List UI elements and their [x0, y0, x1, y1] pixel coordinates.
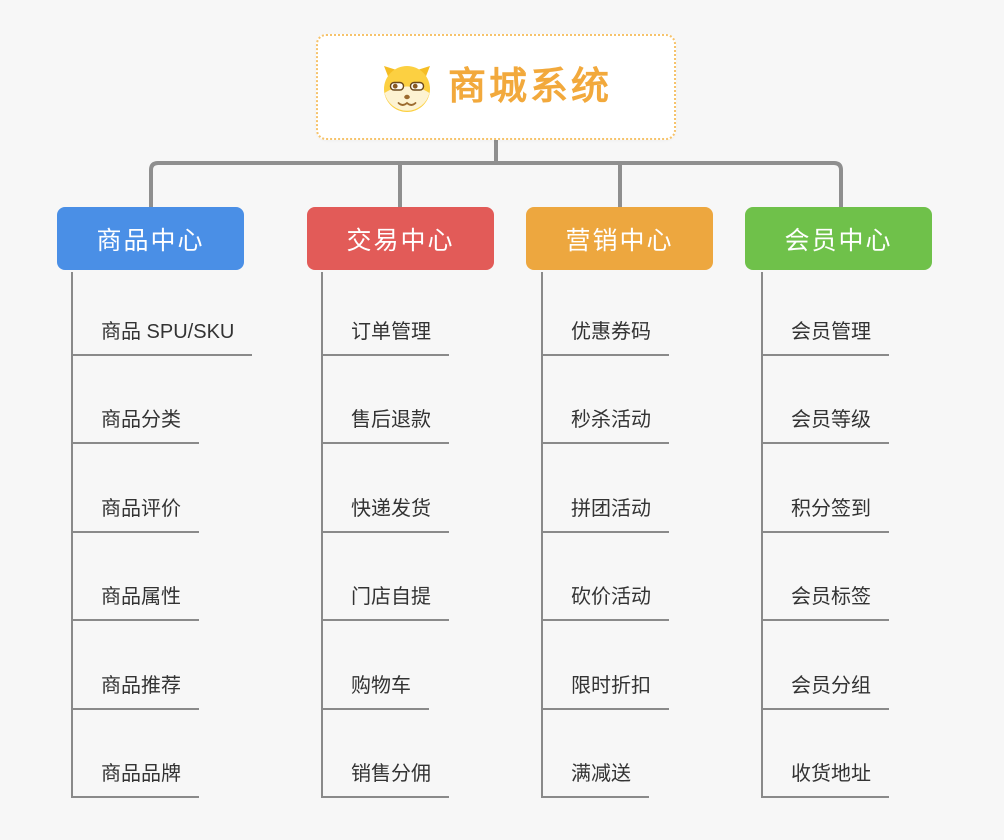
subtopic-node[interactable]: 快递发货 — [323, 498, 449, 533]
subtopic-node[interactable]: 限时折扣 — [543, 675, 669, 710]
subtopic-row: 拼团活动 — [543, 444, 669, 533]
root-node[interactable]: 商城系统 — [316, 34, 676, 140]
subtopic-row: 满减送 — [543, 710, 669, 798]
subtopic-row: 会员等级 — [763, 356, 889, 444]
subtopic-node[interactable]: 会员管理 — [763, 321, 889, 356]
subtopic-row: 会员分组 — [763, 621, 889, 710]
branch-header-label: 商品中心 — [96, 226, 205, 255]
branch-header-label: 会员中心 — [784, 226, 893, 255]
subtopic-node[interactable]: 购物车 — [323, 675, 429, 710]
subtopic-node[interactable]: 砍价活动 — [543, 586, 669, 621]
subtopic-row: 门店自提 — [323, 533, 449, 621]
subtopic-node[interactable]: 会员分组 — [763, 675, 889, 710]
subtopic-row: 收货地址 — [763, 710, 889, 798]
subtopic-row: 积分签到 — [763, 444, 889, 533]
branch-list-product-center: 商品 SPU/SKU 商品分类 商品评价 商品属性 商品推荐 商品品牌 — [71, 272, 253, 798]
subtopic-row: 商品属性 — [73, 533, 252, 621]
subtopic-row: 购物车 — [323, 621, 449, 710]
subtopic-row: 售后退款 — [323, 356, 449, 444]
branch-list-member-center: 会员管理 会员等级 积分签到 会员标签 会员分组 收货地址 — [761, 272, 889, 798]
subtopic-node[interactable]: 订单管理 — [323, 321, 449, 356]
subtopic-row: 销售分佣 — [323, 710, 449, 798]
subtopic-node[interactable]: 积分签到 — [763, 498, 889, 533]
subtopic-node[interactable]: 商品分类 — [73, 409, 199, 444]
branch-header-trade-center[interactable]: 交易中心 — [307, 207, 494, 270]
subtopic-row: 商品推荐 — [73, 621, 252, 710]
branch-header-label: 营销中心 — [565, 226, 674, 255]
subtopic-node[interactable]: 商品品牌 — [73, 763, 199, 798]
subtopic-row: 优惠券码 — [543, 272, 669, 356]
subtopic-row: 商品 SPU/SKU — [73, 272, 253, 356]
subtopic-node[interactable]: 售后退款 — [323, 409, 449, 444]
subtopic-row: 快递发货 — [323, 444, 449, 533]
subtopic-node[interactable]: 拼团活动 — [543, 498, 669, 533]
subtopic-node[interactable]: 商品 SPU/SKU — [73, 321, 253, 356]
subtopic-node[interactable]: 商品推荐 — [73, 675, 199, 710]
branch-header-product-center[interactable]: 商品中心 — [57, 207, 244, 270]
subtopic-node[interactable]: 商品属性 — [73, 586, 199, 621]
subtopic-row: 商品品牌 — [73, 710, 252, 798]
subtopic-node[interactable]: 秒杀活动 — [543, 409, 669, 444]
root-title: 商城系统 — [447, 66, 612, 108]
subtopic-row: 会员管理 — [763, 272, 889, 356]
subtopic-row: 会员标签 — [763, 533, 889, 621]
subtopic-row: 商品评价 — [73, 444, 252, 533]
branch-header-label: 交易中心 — [346, 226, 455, 255]
subtopic-node[interactable]: 门店自提 — [323, 586, 449, 621]
subtopic-row: 商品分类 — [73, 356, 252, 444]
subtopic-node[interactable]: 销售分佣 — [323, 763, 449, 798]
subtopic-node[interactable]: 满减送 — [543, 763, 649, 798]
subtopic-row: 秒杀活动 — [543, 356, 669, 444]
subtopic-node[interactable]: 商品评价 — [73, 498, 199, 533]
subtopic-row: 限时折扣 — [543, 621, 669, 710]
shiba-dog-icon — [383, 66, 430, 112]
subtopic-node[interactable]: 会员等级 — [763, 409, 889, 444]
branch-header-marketing-center[interactable]: 营销中心 — [526, 207, 713, 270]
branch-list-trade-center: 订单管理 售后退款 快递发货 门店自提 购物车 销售分佣 — [321, 272, 449, 798]
branch-header-member-center[interactable]: 会员中心 — [745, 207, 932, 270]
subtopic-node[interactable]: 收货地址 — [763, 763, 889, 798]
subtopic-row: 砍价活动 — [543, 533, 669, 621]
subtopic-row: 订单管理 — [323, 272, 449, 356]
branch-list-marketing-center: 优惠券码 秒杀活动 拼团活动 砍价活动 限时折扣 满减送 — [541, 272, 669, 798]
subtopic-node[interactable]: 会员标签 — [763, 586, 889, 621]
subtopic-node[interactable]: 优惠券码 — [543, 321, 669, 356]
